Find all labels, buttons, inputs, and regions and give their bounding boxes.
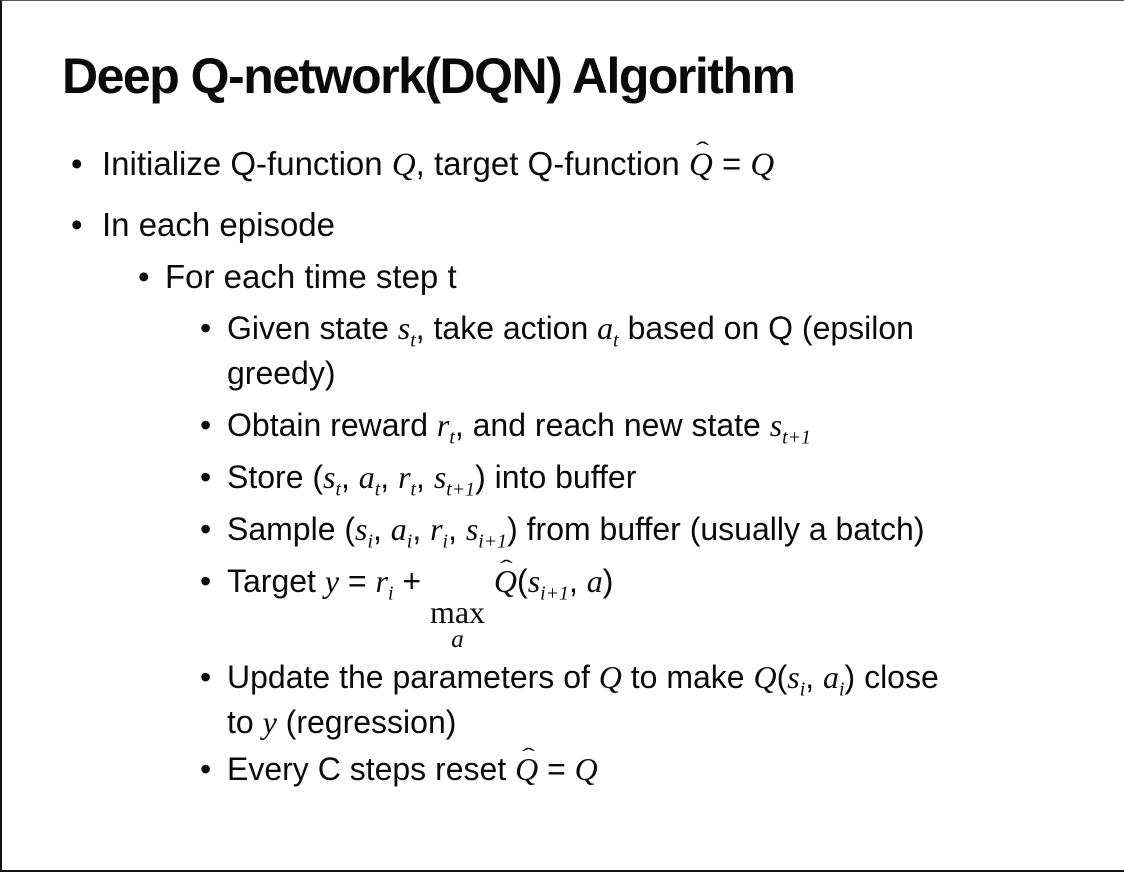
bullet-icon: •	[138, 258, 150, 295]
bullet-item: • Given state st, take action at based o…	[2, 306, 1124, 396]
bullet-item: • In each episode	[2, 202, 1124, 247]
bullet-icon: •	[200, 750, 212, 787]
bullet-list: • Initialize Q-function Q, target Q-func…	[2, 137, 1124, 792]
bullet-text: Given state st, take action at based on …	[227, 310, 914, 391]
bullet-icon: •	[200, 459, 212, 495]
bullet-text: Sample (si, ai, ri, si+1) from buffer (u…	[227, 511, 925, 553]
bullet-icon: •	[200, 310, 212, 346]
bullet-text: For each time step t	[165, 258, 457, 295]
bullet-icon: •	[200, 511, 212, 547]
bullet-item: • Sample (si, ai, ri, si+1) from buffer …	[2, 507, 1124, 552]
bullet-text: In each episode	[102, 206, 336, 243]
bullet-item: • Initialize Q-function Q, target Q-func…	[2, 137, 1124, 188]
bullet-text: Update the parameters of Q to make Q(si,…	[227, 658, 939, 740]
bullet-icon: •	[71, 206, 83, 243]
bullet-icon: •	[200, 563, 212, 599]
bullet-text: Obtain reward rt, and reach new state st…	[227, 407, 811, 449]
bullet-item: • Obtain reward rt, and reach new state …	[2, 403, 1124, 448]
bullet-icon: •	[200, 407, 212, 443]
bullet-text: Initialize Q-function Q, target Q-functi…	[102, 137, 775, 183]
bullet-item: • For each time step t	[2, 254, 1124, 299]
slide-title: Deep Q-network(DQN) Algorithm	[62, 48, 796, 104]
bullet-item: • Store (st, at, rt, st+1) into buffer	[2, 455, 1124, 500]
bullet-icon: •	[71, 145, 83, 182]
bullet-text: Store (st, at, rt, st+1) into buffer	[227, 459, 637, 501]
bullet-item: • Update the parameters of Q to make Q(s…	[2, 655, 1124, 745]
bullet-icon: •	[200, 658, 212, 695]
